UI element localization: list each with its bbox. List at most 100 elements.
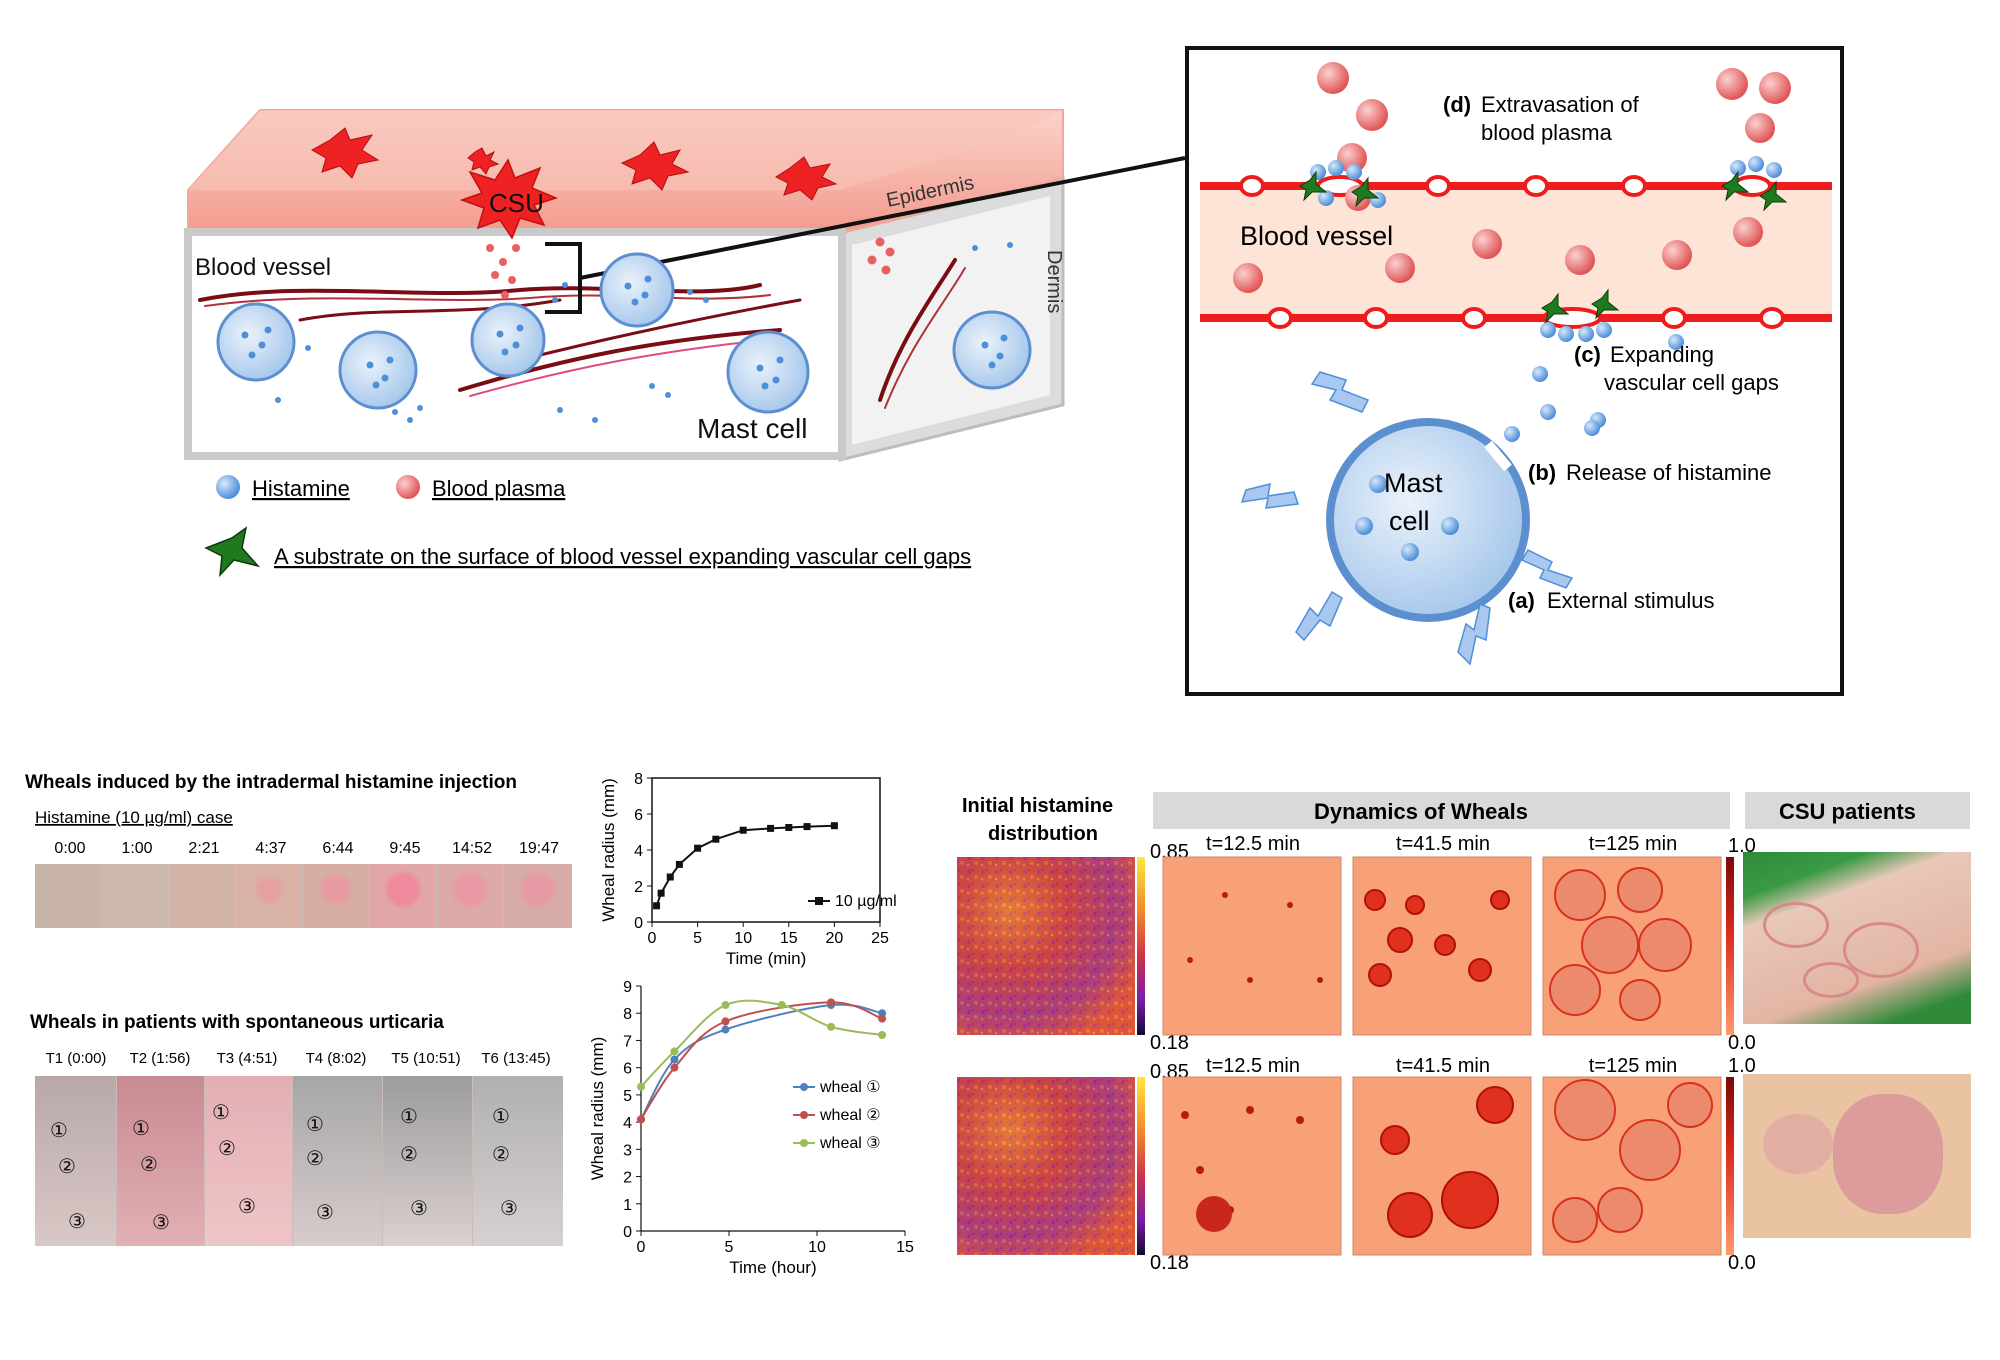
patient-photo-strip <box>35 1076 563 1246</box>
injection-photo <box>370 864 437 928</box>
wheal-scale-min: 0.0 <box>1728 1032 1756 1054</box>
wheal-mark: ② <box>58 1154 76 1178</box>
y-tick-label: 9 <box>623 979 632 996</box>
x-tick-label: 0 <box>648 930 657 947</box>
wheal-mark: ③ <box>68 1209 86 1233</box>
initial-map-overlay <box>957 857 1135 1035</box>
data-point <box>739 826 747 834</box>
y-tick-label: 2 <box>634 879 643 896</box>
csu-star-icons <box>310 127 838 201</box>
zoom-histamine-balls <box>1310 156 1782 463</box>
legend-label: 10 µg/ml <box>835 893 897 910</box>
data-point <box>637 1115 645 1124</box>
wheal-blob <box>1287 902 1293 908</box>
csu-header-bar <box>1745 792 1970 829</box>
data-point <box>657 889 665 897</box>
step-d-text2: blood plasma <box>1481 120 1613 145</box>
schematic-histamine-dots <box>241 242 1013 423</box>
injection-photo <box>504 864 572 928</box>
step-a-tag: (a) <box>1508 588 1535 613</box>
patient-photo <box>293 1076 383 1246</box>
patient-time-label: T1 (0:00) <box>46 1050 107 1067</box>
injection-time-label: 14:52 <box>452 840 492 857</box>
y-tick-label: 3 <box>623 1142 632 1159</box>
wheal-blob <box>1368 963 1392 987</box>
series-line <box>640 999 883 1088</box>
x-tick-label: 0 <box>637 1239 646 1256</box>
data-point <box>878 1031 887 1039</box>
wheal-blob <box>1187 957 1193 963</box>
x-tick-label: 10 <box>734 930 752 947</box>
plasma-legend-label: Blood plasma <box>432 476 566 501</box>
injection-photo <box>437 864 504 928</box>
data-point <box>670 1047 679 1056</box>
injection-photo <box>35 864 102 928</box>
wheal-blob <box>1380 1125 1410 1155</box>
wheal-blob <box>1552 1197 1598 1243</box>
csu-burst-icon <box>459 158 559 240</box>
patient-time-labels: T1 (0:00)T2 (1:56)T3 (4:51)T4 (8:02)T5 (… <box>46 1050 551 1067</box>
wheal-blob <box>1549 964 1601 1016</box>
wheal-mark: ③ <box>410 1196 428 1220</box>
skin-schematic: CSU Epidermis Dermis Blood vessel <box>184 109 1186 462</box>
wheal-colorbar <box>1726 857 1734 1035</box>
wheal-mark: ③ <box>316 1200 334 1224</box>
injection-time-label: 0:00 <box>54 840 85 857</box>
time-label: t=125 min <box>1589 833 1677 855</box>
x-tick-label: 25 <box>871 930 889 947</box>
time-label: t=12.5 min <box>1206 833 1300 855</box>
zoom-plasma-balls <box>1233 62 1791 293</box>
data-point <box>653 902 661 910</box>
wheal-mark: ① <box>50 1118 68 1142</box>
legend-label: wheal ① <box>819 1079 881 1096</box>
wheal-mark: ① <box>132 1116 150 1140</box>
initial-map-overlay <box>957 1077 1135 1255</box>
data-point <box>694 844 702 852</box>
data-point <box>827 1022 836 1031</box>
data-point <box>767 824 775 832</box>
histamine-legend-icon <box>216 475 240 499</box>
step-b-text: Release of histamine <box>1566 460 1771 485</box>
wheal-blob <box>1581 916 1639 974</box>
y-tick-label: 7 <box>623 1033 632 1050</box>
wheal-mark: ③ <box>238 1194 256 1218</box>
initial-colorbar <box>1137 857 1145 1035</box>
time-label: t=41.5 min <box>1396 833 1490 855</box>
patient-time-label: T3 (4:51) <box>217 1050 278 1067</box>
data-point <box>827 998 836 1007</box>
data-point <box>721 1001 730 1010</box>
dermis-label: Dermis <box>1043 250 1065 313</box>
wheal-colorbar <box>1726 1077 1734 1255</box>
wheal-blob <box>1387 927 1413 953</box>
x-axis-label: Time (hour) <box>729 1258 816 1277</box>
patient-photo <box>205 1076 293 1246</box>
wheal-blob <box>1619 979 1661 1021</box>
wheal-blob <box>1196 1196 1232 1232</box>
x-tick-label: 10 <box>808 1239 826 1256</box>
y-tick-label: 0 <box>634 915 643 932</box>
wheal-blob <box>1181 1111 1189 1119</box>
step-c-text: Expanding <box>1610 342 1714 367</box>
wheal-blob <box>1554 869 1606 921</box>
injection-photo-strip <box>35 864 572 928</box>
data-point <box>637 1082 645 1091</box>
y-tick-label: 4 <box>634 843 643 860</box>
dynamics-header-bar <box>1153 792 1730 829</box>
x-tick-label: 5 <box>693 930 702 947</box>
wheal-blob <box>1317 977 1323 983</box>
wheal-blob <box>1667 1082 1713 1128</box>
patient-photo <box>383 1076 473 1246</box>
injection-time-label: 1:00 <box>121 840 152 857</box>
patient-time-label: T4 (8:02) <box>306 1050 367 1067</box>
injection-time-label: 6:44 <box>322 840 353 857</box>
legend-label: wheal ③ <box>819 1135 881 1152</box>
data-point <box>712 835 720 843</box>
mast-cell-label: Mast cell <box>697 413 807 444</box>
schematic-plasma-dots <box>486 237 895 299</box>
wheal-mark: ② <box>306 1146 324 1170</box>
initial-header-2: distribution <box>988 823 1098 845</box>
